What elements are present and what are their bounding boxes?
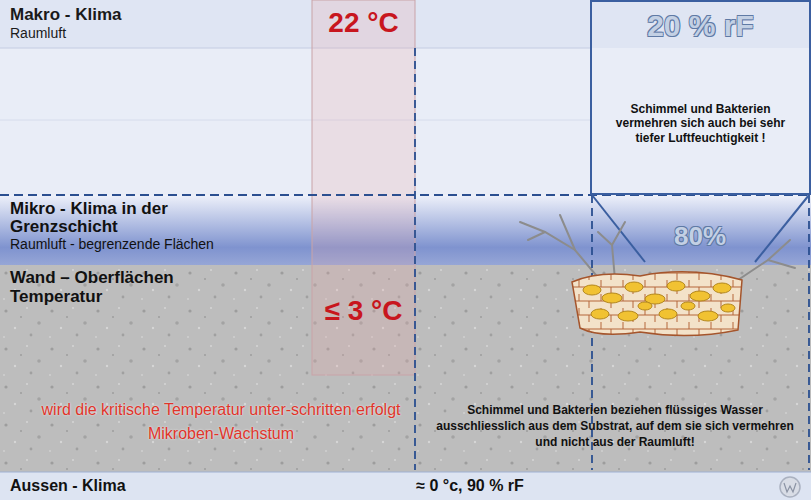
growth-note: wird die kritische Temperatur unter-schr… [22, 398, 420, 446]
node-body: Schimmel und Bakterien vermehren sich au… [604, 102, 797, 145]
node-heading: Wand – Oberflächen Temperatur [10, 269, 260, 306]
surface-temperature: ≤ 3 °C [312, 294, 415, 328]
node-heading: Mikro - Klima in der Grenzschicht [10, 200, 270, 236]
humidity-box: 20 % rF Schimmel und Bakterien vermehren … [590, 0, 811, 195]
macro-climate-band: Makro - KlimaRaumluft20 % rFSchimmel und… [0, 0, 811, 195]
room-temperature: 22 °C [312, 6, 415, 40]
node-heading: Aussen - Klima [10, 476, 320, 495]
node-body: Raumluft - begrenzende Flächen [10, 236, 302, 253]
boundary-humidity: 80% [640, 221, 760, 252]
substrate-note: Schimmel und Bakterien beziehen flüssige… [424, 402, 806, 451]
node-heading: 20 % rF [604, 8, 797, 44]
wall-surface-band: Wand – Oberflächen Temperatur [0, 265, 312, 395]
outside-climate-band: Aussen - Klima [0, 472, 330, 500]
outside-values: ≈ 0 °c, 90 % rF [340, 476, 600, 495]
micro-climate-band: Mikro - Klima in der GrenzschichtRaumluf… [0, 195, 312, 265]
